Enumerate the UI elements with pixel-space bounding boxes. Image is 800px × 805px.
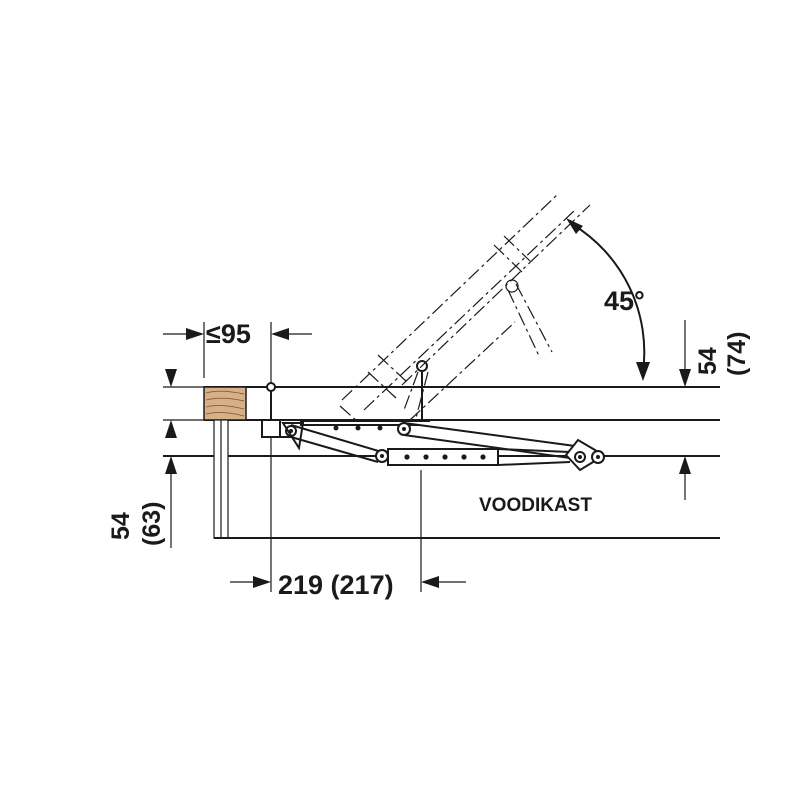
left-height-dimension: 54 (63)	[107, 456, 177, 548]
box-name-label: VOODIKAST	[479, 495, 592, 516]
extension-lines	[163, 322, 720, 592]
lift-arms	[290, 420, 605, 472]
angle-label: 45°	[604, 286, 645, 316]
bed-panel	[204, 386, 720, 421]
open-position-phantom	[339, 194, 591, 423]
panel-thickness-arrows-left	[165, 369, 177, 438]
right-height-label: 54	[694, 347, 722, 375]
wood-profile	[203, 386, 247, 421]
mounting-bracket	[261, 360, 428, 451]
left-height-alt-label: (63)	[138, 502, 166, 546]
angle-dimension: 45°	[566, 218, 650, 381]
right-height-alt-label: (74)	[723, 332, 751, 376]
right-height-dimension: 54 (74)	[679, 320, 751, 500]
bottom-width-label: 219 (217)	[278, 570, 394, 600]
bed-box	[163, 419, 720, 539]
left-height-label: 54	[107, 512, 135, 540]
max-width-dimension: ≤95	[163, 319, 312, 349]
bottom-width-dimension: 219 (217)	[230, 570, 466, 600]
max-width-label: ≤95	[206, 319, 251, 349]
